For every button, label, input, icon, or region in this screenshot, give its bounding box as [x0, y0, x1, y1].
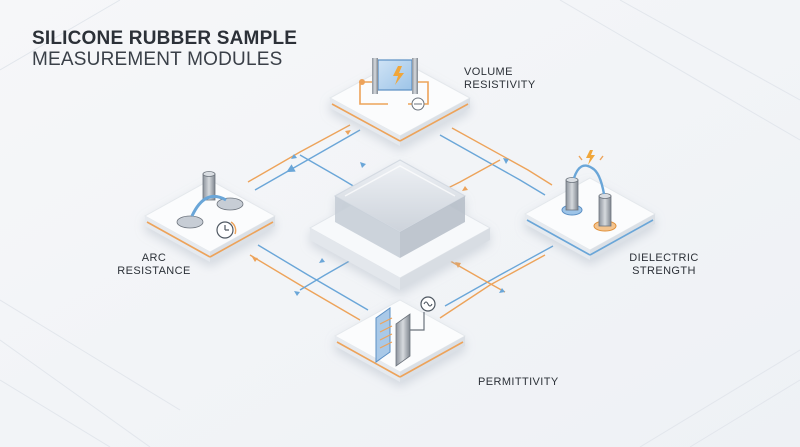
arc-electrode-timer-icon	[176, 171, 244, 239]
label-dielectric-strength: DIELECTRIC STRENGTH	[629, 252, 699, 277]
electrode-cell-icon	[359, 58, 429, 111]
center-sample	[308, 159, 492, 290]
diagram-title: SILICONE RUBBER SAMPLE MEASUREMENT MODUL…	[32, 28, 297, 70]
flow-line	[299, 254, 361, 291]
high-voltage-electrodes-icon	[561, 150, 617, 232]
label-permittivity: PERMITTIVITY	[478, 376, 559, 388]
flow-line	[444, 245, 554, 307]
label-arc-resistance: ARC RESISTANCE	[117, 252, 191, 277]
flow-line	[439, 134, 546, 196]
module-volume-resistivity[interactable]	[328, 59, 472, 146]
flow-line	[257, 244, 369, 311]
module-arc-resistance[interactable]	[143, 179, 277, 262]
flow-line	[451, 127, 553, 186]
flow-line	[249, 254, 361, 321]
flow-line	[439, 254, 546, 319]
title-line-2: MEASUREMENT MODULES	[32, 49, 283, 70]
flow-line	[247, 124, 351, 183]
capacitor-plates-icon	[375, 296, 436, 367]
module-dielectric-strength[interactable]	[523, 177, 657, 260]
title-line-1: SILICONE RUBBER SAMPLE	[32, 28, 298, 49]
label-volume-resistivity: VOLUME RESISTIVITY	[464, 66, 536, 91]
connection-lines	[247, 124, 554, 333]
flow-line	[254, 129, 361, 191]
